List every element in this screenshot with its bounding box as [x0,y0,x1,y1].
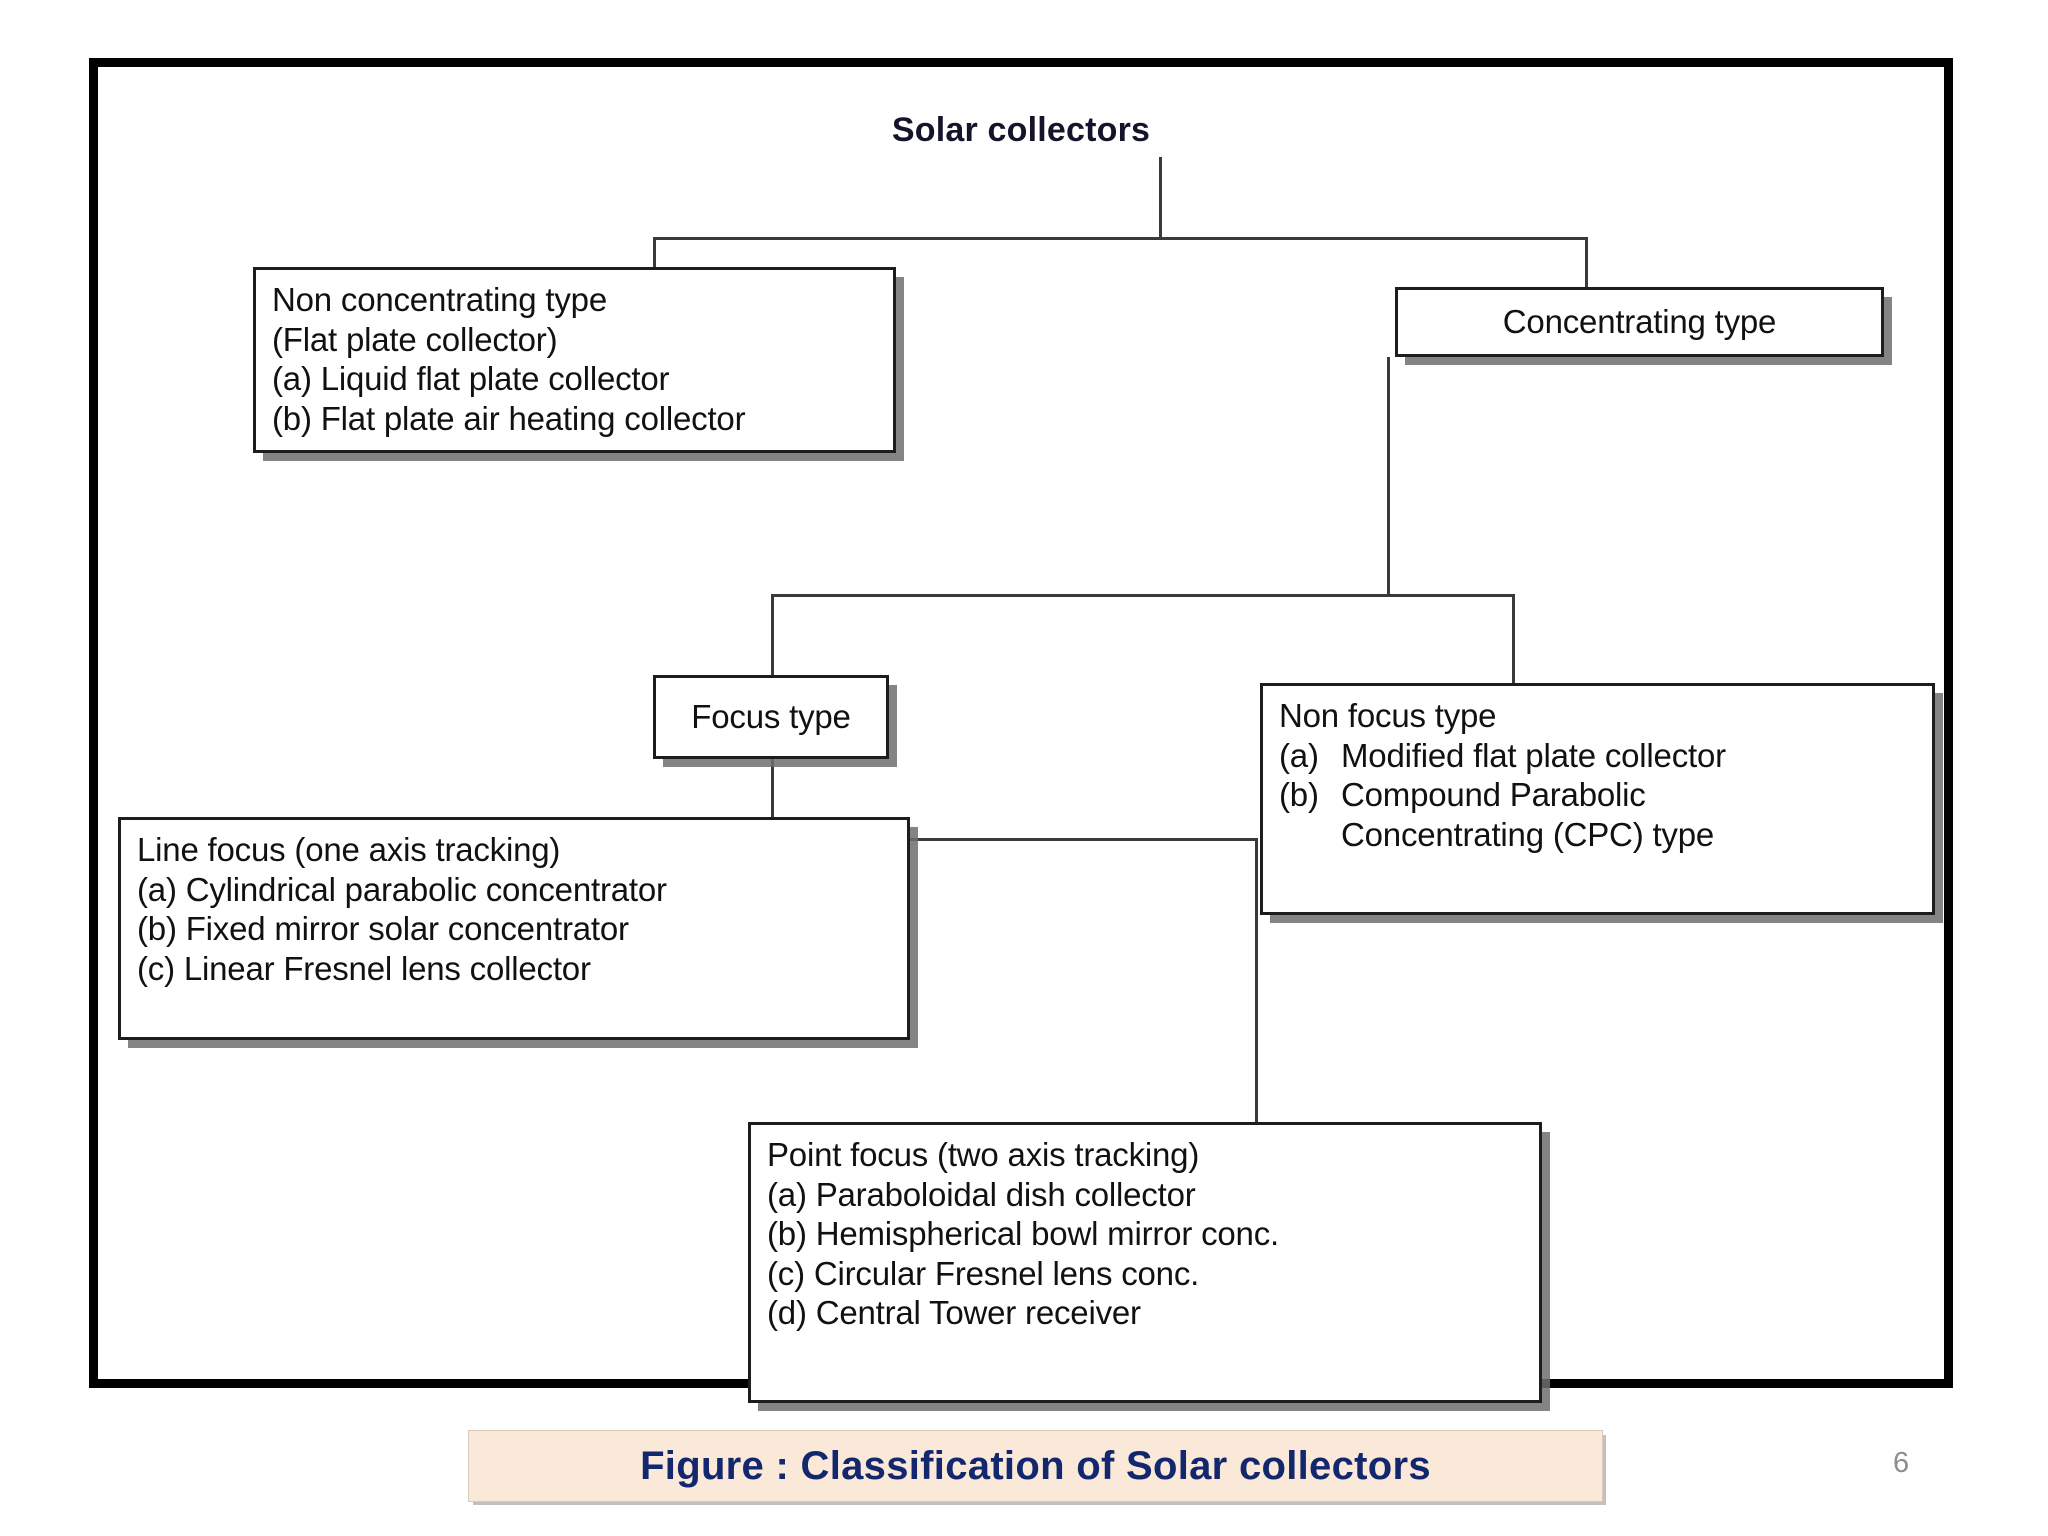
node-line-focus[interactable]: Line focus (one axis tracking) (a) Cylin… [118,817,910,1040]
node-heading: Non focus type [1279,697,1497,734]
page-number: 6 [1893,1447,1910,1479]
node-label: Concentrating type [1502,303,1777,341]
node-line: (b) Fixed mirror solar concentrator [137,910,629,948]
node-item-continuation: Concentrating (CPC) type [1341,815,1715,853]
slide-content-frame: Solar collectors Non concentrating type … [89,58,1953,1403]
node-line: (b) Flat plate air heating collector [272,399,746,437]
connector-concentrating-stem [1387,357,1390,597]
connector-level1-bus [653,237,1588,240]
node-item: (a) Modified flat plate collector [1279,736,1916,776]
node-non-focus-type[interactable]: Non focus type (a) Modified flat plate c… [1260,683,1935,915]
item-text: Modified flat plate collector [1341,736,1726,774]
figure-caption-text: Figure : Classification of Solar collect… [640,1443,1431,1488]
figure-caption: Figure : Classification of Solar collect… [468,1430,1603,1502]
node-item: (b) Compound Parabolic [1279,775,1916,815]
connector-to-point-focus [1255,838,1258,1128]
item-marker: (b) [1279,776,1319,814]
item-text: Compound Parabolic [1341,776,1646,814]
connector-to-focus-type [771,594,774,676]
node-line: Non concentrating type [272,281,607,318]
node-line: (a) Paraboloidal dish collector [767,1175,1196,1213]
node-line: Line focus (one axis tracking) [137,831,561,868]
item-marker: (a) [1279,736,1319,774]
node-line: (c) Circular Fresnel lens conc. [767,1254,1200,1292]
connector-level2-bus [771,594,1515,597]
node-line: (a) Liquid flat plate collector [272,360,670,398]
node-label: Focus type [691,698,851,736]
diagram-title: Solar collectors [891,111,1151,149]
node-point-focus[interactable]: Point focus (two axis tracking) (a) Para… [748,1122,1542,1403]
node-concentrating-type[interactable]: Concentrating type [1395,287,1884,357]
node-line: (a) Cylindrical parabolic concentrator [137,870,667,908]
node-line: (c) Linear Fresnel lens collector [137,949,591,987]
node-non-concentrating-type[interactable]: Non concentrating type (Flat plate colle… [253,267,896,453]
node-line: (d) Central Tower receiver [767,1294,1141,1332]
connector-to-concentrating [1585,237,1588,299]
node-line: Point focus (two axis tracking) [767,1136,1200,1173]
diagram-canvas: Solar collectors Non concentrating type … [98,67,1944,1403]
connector-to-non-focus-type [1512,594,1515,684]
connector-root-stem [1159,157,1162,239]
node-focus-type[interactable]: Focus type [653,675,889,759]
node-line: (b) Hemispherical bowl mirror conc. [767,1215,1279,1253]
connector-focus-type-stem [771,759,774,841]
node-line: (Flat plate collector) [272,320,558,358]
